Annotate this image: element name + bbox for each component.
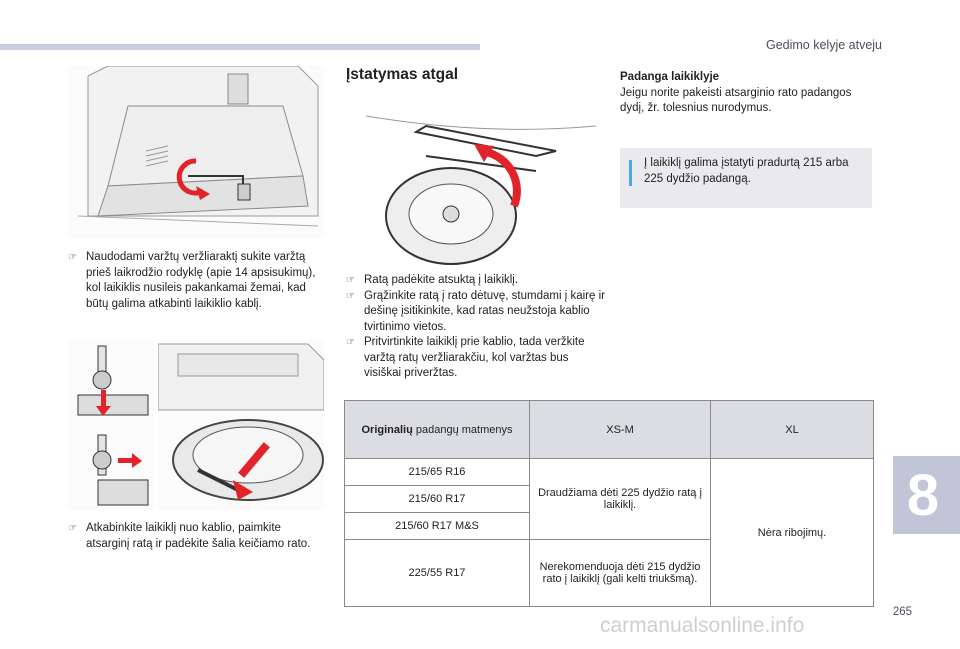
- tire-size-table: Originalių padangų matmenys XS-M XL 215/…: [344, 400, 874, 607]
- watermark: carmanualsonline.info: [600, 614, 805, 637]
- carrier-text: Jeigu norite pakeisti atsarginio rato pa…: [620, 86, 852, 115]
- spare-wheel-illustration: [158, 340, 324, 510]
- pointing-finger-icon: ☞: [68, 252, 77, 263]
- refit-steps: ☞Ratą padėkite atsuktą į laikiklį. ☞Grąž…: [346, 273, 606, 382]
- info-icon: [629, 160, 632, 186]
- header-xl: XL: [710, 400, 874, 459]
- step-remove-spare: ☞Atkabinkite laikiklį nuo kablio, paimki…: [68, 522, 311, 550]
- trunk-illustration: [68, 66, 324, 238]
- info-text: Į laikiklį galima įstatyti pradurtą 215 …: [644, 157, 849, 185]
- header-bar: [0, 44, 480, 50]
- header-original: Originalių padangų matmenys: [344, 400, 530, 459]
- table-row: 225/55 R17 Nerekomenduoja dėti 215 dydži…: [344, 539, 874, 607]
- page-number: 265: [892, 606, 912, 618]
- list-item: ☞Ratą padėkite atsuktą į laikiklį.: [346, 273, 606, 289]
- table-header: Originalių padangų matmenys XS-M XL: [344, 400, 874, 459]
- refit-illustration: [366, 96, 596, 268]
- pointing-finger-icon: ☞: [346, 290, 355, 302]
- list-item: ☞Pritvirtinkite laikiklį prie kablio, ta…: [346, 336, 585, 379]
- pointing-finger-icon: ☞: [68, 523, 77, 534]
- chapter-tab: 8: [893, 456, 960, 534]
- subheading: Padanga laikiklyje: [620, 71, 720, 83]
- section-title: Gedimo kelyje atveju: [765, 38, 882, 52]
- pointing-finger-icon: ☞: [346, 275, 355, 286]
- section-heading: Įstatymas atgal: [346, 66, 458, 83]
- table-row: 215/65 R16 Draudžiama dėti 225 dydžio ra…: [344, 458, 874, 607]
- info-box: Į laikiklį galima įstatyti pradurtą 215 …: [620, 148, 872, 208]
- step-lower-carrier: ☞Naudodami varžtų veržliaraktį sukite va…: [68, 251, 316, 310]
- list-item: ☞Grąžinkite ratą į rato dėtuvę, stumdami…: [346, 289, 605, 333]
- carrier-note: Padanga laikiklyje Jeigu norite pakeisti…: [620, 70, 876, 117]
- pointing-finger-icon: ☞: [346, 337, 355, 348]
- hook-illustration: [68, 340, 154, 510]
- header-xsm: XS-M: [529, 400, 711, 459]
